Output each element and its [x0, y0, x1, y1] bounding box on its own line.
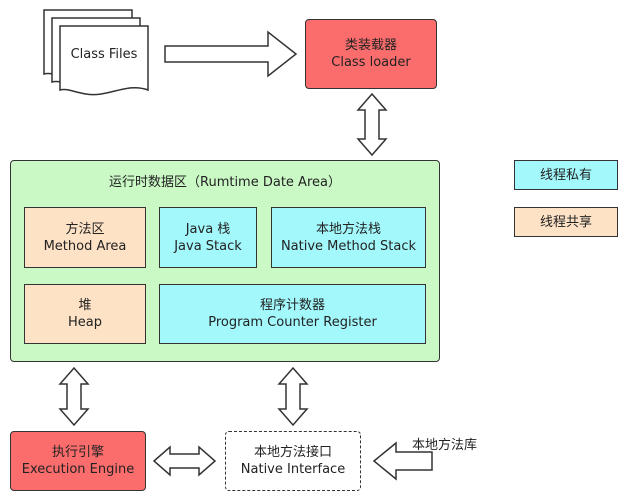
native-method-stack-en: Native Method Stack	[280, 238, 417, 254]
legend-thread-private: 线程私有	[514, 160, 618, 190]
engine-native-double-arrow	[152, 445, 217, 477]
heap-cn: 堆	[78, 298, 92, 313]
runtime-native-double-arrow	[277, 366, 309, 427]
runtime-data-area-title: 运行时数据区（Rumtime Date Area）	[109, 175, 341, 190]
class-loader-box: 类装载器 Class loader	[305, 19, 437, 89]
legend-thread-private-label: 线程私有	[539, 167, 592, 183]
class-loader-en: Class loader	[331, 55, 411, 70]
heap-box: 堆 Heap	[24, 284, 146, 344]
native-method-stack-box: 本地方法栈 Native Method Stack	[271, 207, 426, 268]
execution-engine-box: 执行引擎 Execution Engine	[10, 431, 146, 491]
loader-runtime-double-arrow	[356, 92, 388, 157]
program-counter-en: Program Counter Register	[208, 315, 377, 330]
native-library-arrow	[372, 441, 433, 481]
native-method-stack-cn: 本地方法栈	[315, 221, 381, 237]
java-stack-en: Java Stack	[174, 238, 242, 254]
load-arrow	[164, 30, 298, 78]
method-area-cn: 方法区	[65, 221, 105, 237]
native-library-label: 本地方法库	[412, 438, 478, 453]
method-area-en: Method Area	[43, 238, 127, 254]
native-interface-box: 本地方法接口 Native Interface	[225, 431, 361, 491]
class-files-label: Class Files	[70, 47, 138, 62]
program-counter-cn: 程序计数器	[259, 298, 325, 313]
legend-thread-shared: 线程共享	[514, 207, 618, 237]
java-stack-box: Java 栈 Java Stack	[159, 207, 257, 268]
program-counter-box: 程序计数器 Program Counter Register	[159, 284, 426, 344]
execution-engine-en: Execution Engine	[21, 462, 135, 477]
heap-en: Heap	[68, 315, 102, 330]
native-interface-cn: 本地方法接口	[253, 445, 332, 460]
document-stack-icon	[43, 9, 149, 96]
runtime-engine-double-arrow	[58, 366, 90, 427]
native-interface-en: Native Interface	[240, 462, 346, 477]
java-stack-cn: Java 栈	[185, 221, 231, 237]
class-loader-cn: 类装载器	[344, 38, 397, 53]
legend-thread-shared-label: 线程共享	[539, 214, 592, 230]
execution-engine-cn: 执行引擎	[51, 445, 104, 460]
method-area-box: 方法区 Method Area	[24, 207, 146, 268]
